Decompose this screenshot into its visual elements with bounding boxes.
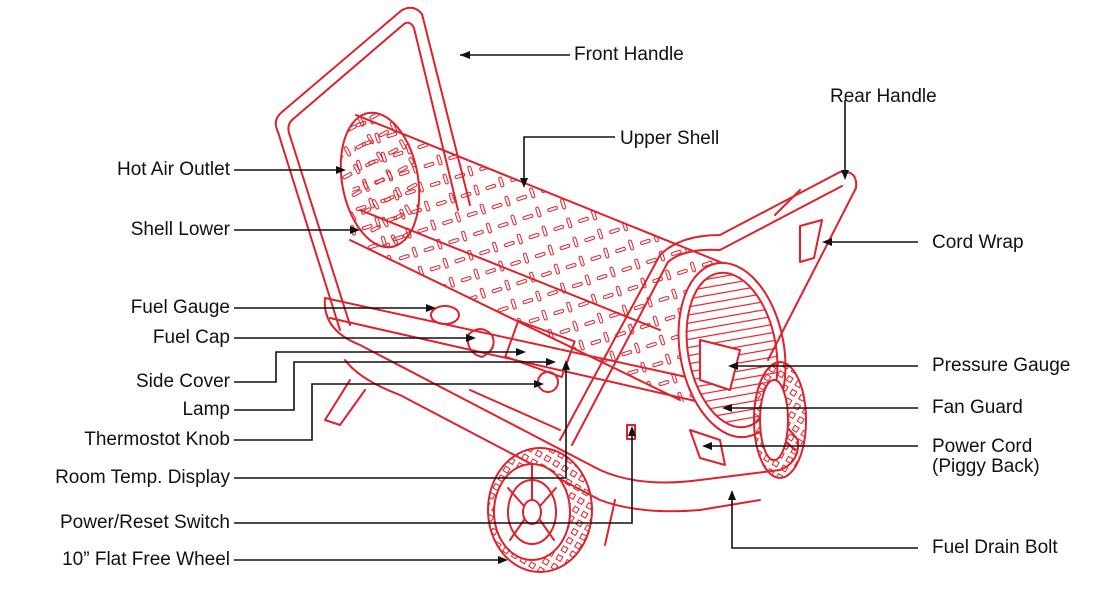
- label-fan-guard: Fan Guard: [932, 397, 1023, 418]
- label-power-reset-switch: Power/Reset Switch: [59, 512, 230, 533]
- label-power-cord-line1: Power Cord: [932, 436, 1033, 457]
- label-fuel-drain-bolt: Fuel Drain Bolt: [932, 537, 1058, 558]
- label-fuel-cap: Fuel Cap: [152, 327, 230, 348]
- label-thermostat-knob: Thermostot Knob: [84, 429, 230, 450]
- front-wheel-drawing: [487, 447, 593, 573]
- front-handle-drawing: [274, 6, 471, 331]
- label-pressure-gauge: Pressure Gauge: [932, 355, 1071, 376]
- label-fuel-gauge: Fuel Gauge: [130, 297, 230, 318]
- label-power-cord-line2: (Piggy Back): [932, 456, 1040, 477]
- rear-handle-drawing: [559, 170, 858, 446]
- label-upper-shell: Upper Shell: [620, 128, 720, 149]
- label-hot-air-outlet: Hot Air Outlet: [117, 159, 230, 180]
- label-cord-wrap: Cord Wrap: [932, 232, 1024, 253]
- label-power-cord: Power Cord (Piggy Back): [932, 437, 1040, 477]
- label-lamp: Lamp: [182, 399, 230, 420]
- label-flat-free-wheel: 10” Flat Free Wheel: [62, 549, 230, 570]
- label-room-temp-display: Room Temp. Display: [55, 467, 230, 488]
- shell-drawing: [339, 111, 787, 439]
- label-side-cover: Side Cover: [136, 371, 230, 392]
- leader-arrowheads: [336, 51, 849, 564]
- label-shell-lower: Shell Lower: [130, 219, 230, 240]
- rear-wheel-drawing: [753, 361, 807, 479]
- label-front-handle: Front Handle: [574, 44, 684, 65]
- leader-lines: [234, 54, 918, 561]
- label-rear-handle: Rear Handle: [830, 86, 937, 107]
